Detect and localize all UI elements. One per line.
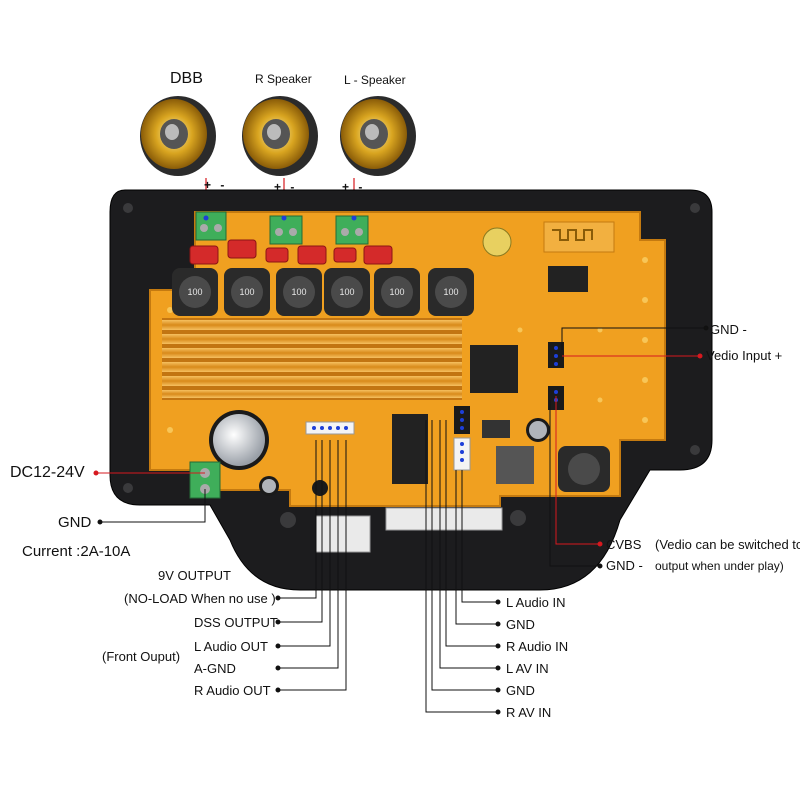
film-capacitors [189, 239, 393, 265]
label-cvbs-note-1: (Vedio can be switched to [655, 537, 800, 552]
label-gnd-top: GND - [710, 322, 747, 337]
inductor-markings: 100 100 100 100 100 100 [187, 287, 458, 297]
label-dss-output: DSS OUTPUT [194, 615, 278, 630]
main-capacitor [209, 410, 269, 470]
label-r-av-in: R AV IN [506, 705, 552, 720]
label-a-gnd: A-GND [194, 661, 236, 676]
svg-text:100: 100 [239, 287, 254, 297]
label-gnd-bottom: GND - [606, 558, 643, 573]
label-front-output: (Front Ouput) [102, 649, 181, 664]
label-l-audio-out: L Audio OUT [194, 639, 268, 654]
label-gnd-in-2: GND [506, 683, 535, 698]
enclosure-screws [123, 203, 700, 528]
label-dc-voltage: DC12-24V [10, 464, 85, 481]
label-no-load: (NO-LOAD When no use ) [124, 591, 276, 606]
svg-text:100: 100 [339, 287, 354, 297]
svg-text:100: 100 [443, 287, 458, 297]
svg-text:100: 100 [291, 287, 306, 297]
inductors [172, 268, 474, 316]
speaker-label-l: L - Speaker [344, 73, 406, 87]
bluetooth-module [543, 221, 615, 253]
label-current: Current :2A-10A [22, 543, 131, 560]
polarity-dbb: + - [204, 178, 228, 192]
polarity-l: + - [342, 180, 366, 194]
svg-text:100: 100 [187, 287, 202, 297]
label-9v-output: 9V OUTPUT [158, 568, 231, 583]
label-r-audio-in: R Audio IN [506, 639, 569, 654]
power-inductor [558, 446, 610, 492]
callout-lines [97, 325, 709, 715]
speaker-label-dbb: DBB [170, 70, 203, 87]
ics [392, 266, 588, 484]
label-gnd-in-1: GND [506, 617, 535, 632]
label-cvbs: CVBS [606, 537, 642, 552]
polarity-r: + - [274, 180, 298, 194]
svg-text:100: 100 [389, 287, 404, 297]
speaker-terminals [195, 211, 369, 245]
speaker-r-icon [242, 96, 318, 176]
label-video-input: Vedio Input + [706, 348, 783, 363]
label-cvbs-note-2: output when under play) [655, 559, 784, 573]
label-l-av-in: L AV IN [506, 661, 549, 676]
speaker-label-r: R Speaker [255, 72, 312, 86]
speaker-l-icon [340, 96, 416, 176]
heatsink [162, 318, 462, 400]
coin-cell [482, 227, 512, 257]
speaker-terminal-pins [203, 215, 357, 221]
label-r-audio-out: R Audio OUT [194, 683, 271, 698]
callout-lines-red [93, 353, 703, 547]
speaker-dbb-icon [140, 96, 216, 176]
label-power-gnd: GND [58, 514, 92, 531]
connector-pins [312, 346, 558, 462]
label-l-audio-in: L Audio IN [506, 595, 566, 610]
